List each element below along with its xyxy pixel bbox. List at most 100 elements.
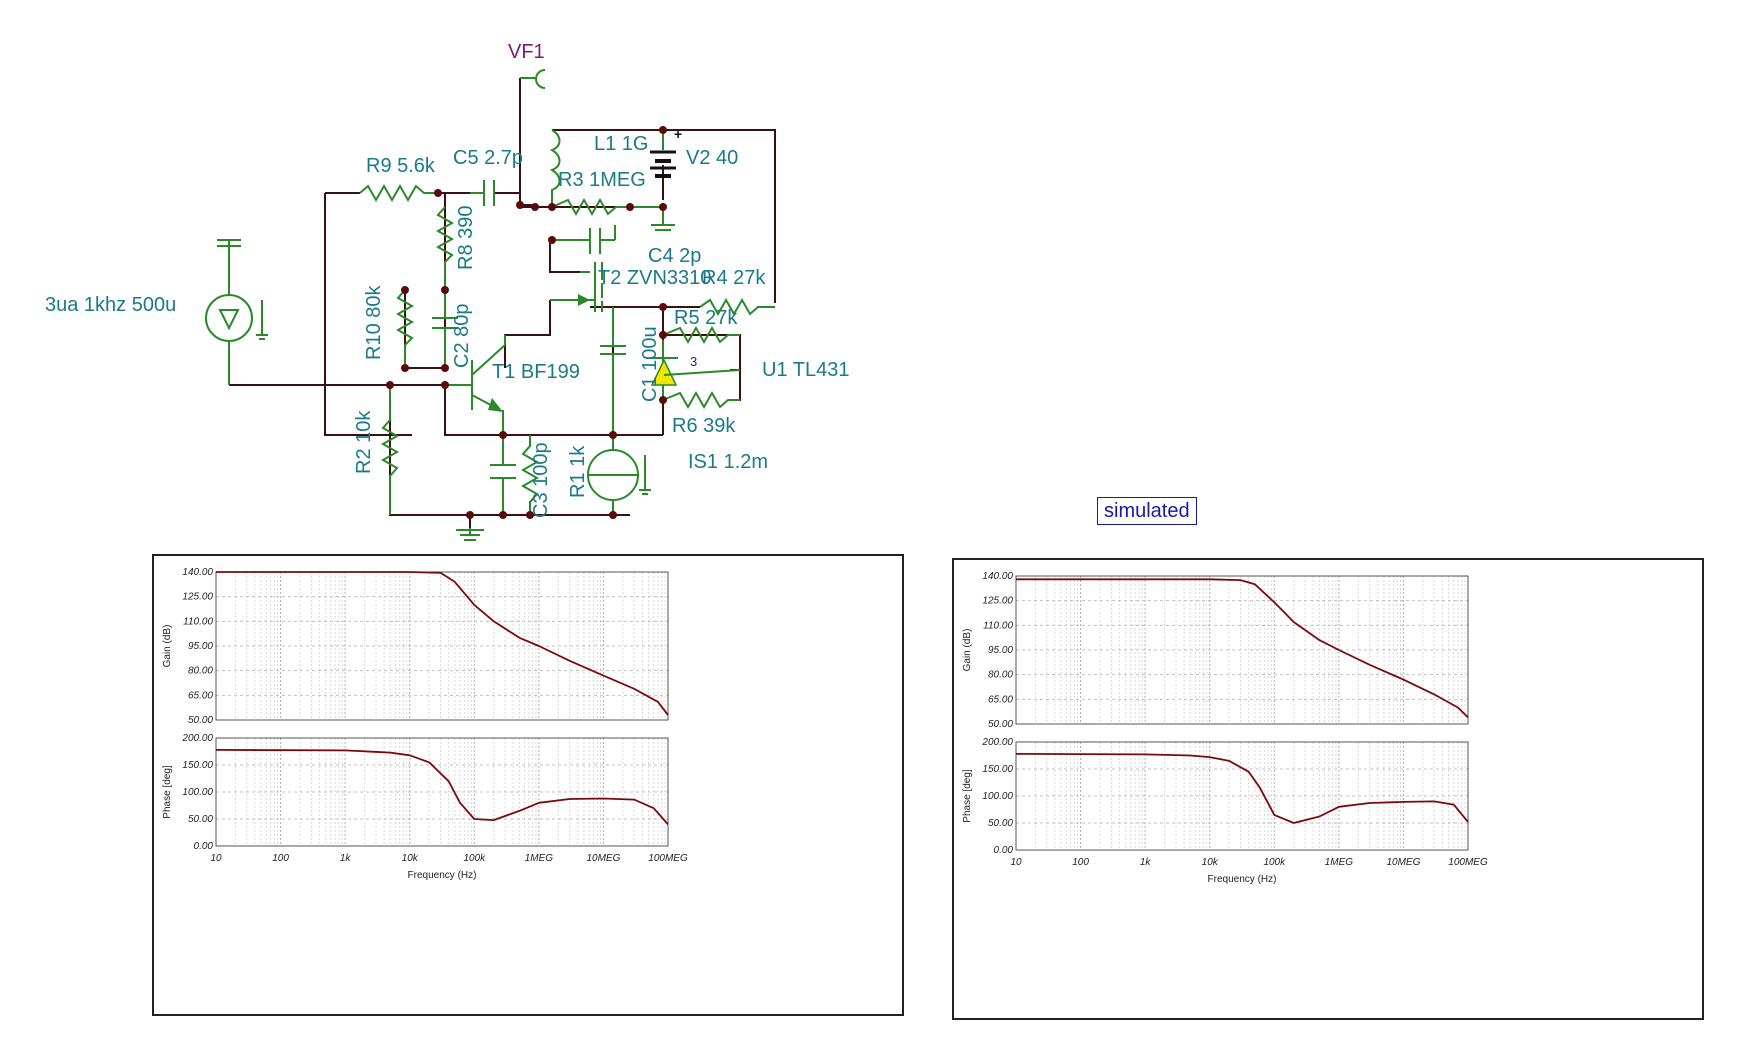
gain-y-tick-label: 65.00 <box>988 694 1013 705</box>
component-u1 <box>650 340 741 400</box>
component-l1 <box>549 129 561 207</box>
phase-y-tick-label: 150.00 <box>182 760 213 771</box>
x-tick-label: 10MEG <box>1386 857 1420 868</box>
gain-axis-label: Gain (dB) <box>962 629 973 672</box>
gain-axis-label: Gain (dB) <box>162 625 173 668</box>
component-r4 <box>699 297 775 317</box>
label-c2: C2 80p <box>451 304 473 369</box>
phase-y-tick-label: 0.00 <box>194 841 214 852</box>
component-r1 <box>520 435 540 515</box>
gain-y-tick-label: 110.00 <box>183 616 213 627</box>
x-tick-label: 10MEG <box>586 853 620 864</box>
label-c1: C1 100u <box>639 326 661 402</box>
component-c2 <box>432 290 458 368</box>
x-tick-label: 10 <box>210 853 222 864</box>
label-is1: IS1 1.2m <box>688 451 768 473</box>
x-tick-label: 100 <box>1072 857 1089 868</box>
gain-y-tick-label: 80.00 <box>988 670 1013 681</box>
label-u1: U1 TL431 <box>762 359 849 381</box>
label-c3: C3 100p <box>530 442 552 518</box>
phase-y-tick-label: 0.00 <box>994 845 1014 856</box>
label-r2: R2 10k <box>353 410 375 474</box>
gain-y-tick-label: 110.00 <box>983 620 1013 631</box>
label-r3: R3 1MEG <box>558 169 646 191</box>
x-tick-label: 100k <box>463 853 486 864</box>
x-tick-label: 100k <box>1263 857 1286 868</box>
phase-plot-frame <box>215 737 669 847</box>
gain-y-tick-label: 80.00 <box>188 666 213 677</box>
x-tick-label: 100MEG <box>1448 857 1488 868</box>
gain-y-tick-label: 95.00 <box>988 645 1013 656</box>
phase-series-line <box>1015 753 1469 824</box>
junction-nodes <box>386 126 667 519</box>
component-c5 <box>470 180 495 206</box>
gain-y-tick-label: 125.00 <box>182 592 213 603</box>
phase-y-tick-label: 100.00 <box>982 791 1013 802</box>
x-tick-label: 10 <box>1010 857 1022 868</box>
gain-y-tick-label: 95.00 <box>188 641 213 652</box>
phase-y-tick-label: 200.00 <box>181 733 213 744</box>
component-is1 <box>587 435 651 515</box>
bode-plot-panel-left: 140.00 125.00 110.00 95.00 80.00 65.00 50.00 Ga… <box>152 554 904 1016</box>
x-tick-label: 10k <box>1202 857 1219 868</box>
phase-y-tick-label: 100.00 <box>182 787 213 798</box>
label-pin3: 3 <box>690 354 697 369</box>
label-r6: R6 39k <box>672 415 736 437</box>
simulated-badge: simulated <box>1097 497 1197 525</box>
bode-plot-right: 140.00 125.00 110.00 95.00 80.00 65.00 50.00 Ga… <box>962 571 1488 885</box>
x-tick-label: 1k <box>1140 857 1152 868</box>
x-tick-label: 100MEG <box>648 853 688 864</box>
ground-symbols <box>456 210 675 541</box>
gain-plot-frame <box>1015 575 1469 725</box>
label-r10: R10 80k <box>363 285 385 360</box>
phase-axis-label: Phase [deg] <box>162 765 173 819</box>
x-tick-label: 1MEG <box>1325 857 1354 868</box>
component-t1 <box>445 335 506 435</box>
component-r8 <box>435 206 455 290</box>
phase-y-tick-label: 50.00 <box>188 814 213 825</box>
gain-y-tick-label: 140.00 <box>982 571 1013 582</box>
gain-series-line <box>1016 578 1469 719</box>
component-r6 <box>662 390 740 410</box>
circuit-schematic: VF1 R9 5.6k C5 2.7p L1 1G + V2 40 R3 1ME… <box>45 41 849 541</box>
gain-y-tick-label: 50.00 <box>988 719 1013 730</box>
x-tick-label: 1MEG <box>525 853 554 864</box>
component-source <box>205 239 268 385</box>
gain-y-tick-label: 140.00 <box>182 567 213 578</box>
component-vf1 <box>520 69 546 89</box>
x-axis-label: Frequency (Hz) <box>1208 874 1277 885</box>
component-r2 <box>380 385 400 515</box>
component-c3 <box>490 435 516 515</box>
component-c1 <box>600 307 626 435</box>
gain-series-line <box>216 571 669 716</box>
label-c5: C5 2.7p <box>453 147 523 169</box>
label-t1: T1 BF199 <box>492 361 580 383</box>
label-v2: V2 40 <box>686 147 738 169</box>
label-plus: + <box>674 126 682 142</box>
component-r3 <box>551 197 663 217</box>
phase-y-tick-label: 50.00 <box>988 818 1013 829</box>
label-vf1: VF1 <box>508 41 545 63</box>
label-r4: R4 27k <box>702 267 766 289</box>
label-l1: L1 1G <box>594 133 648 155</box>
phase-plot-frame <box>1015 741 1469 851</box>
component-r9 <box>359 183 440 203</box>
label-r9: R9 5.6k <box>366 155 436 177</box>
label-source: 3ua 1khz 500u <box>45 294 176 316</box>
x-tick-label: 100 <box>272 853 289 864</box>
component-r5 <box>662 325 740 345</box>
phase-y-tick-label: 200.00 <box>981 737 1013 748</box>
component-c4 <box>552 225 616 254</box>
label-c4: C4 2p <box>648 245 701 267</box>
x-axis-label: Frequency (Hz) <box>408 870 477 881</box>
bode-plot-left: 140.00 125.00 110.00 95.00 80.00 65.00 50.00 Ga… <box>162 567 688 881</box>
gain-plot-frame <box>215 571 669 721</box>
label-r1: R1 1k <box>567 445 589 498</box>
label-t2: T2 ZVN3310 <box>598 267 711 289</box>
gain-y-tick-label: 65.00 <box>188 690 213 701</box>
gain-y-tick-label: 125.00 <box>982 596 1013 607</box>
component-t2 <box>550 262 603 312</box>
gain-y-tick-label: 50.00 <box>188 715 213 726</box>
phase-axis-label: Phase [deg] <box>962 769 973 823</box>
component-v2 <box>650 130 676 178</box>
